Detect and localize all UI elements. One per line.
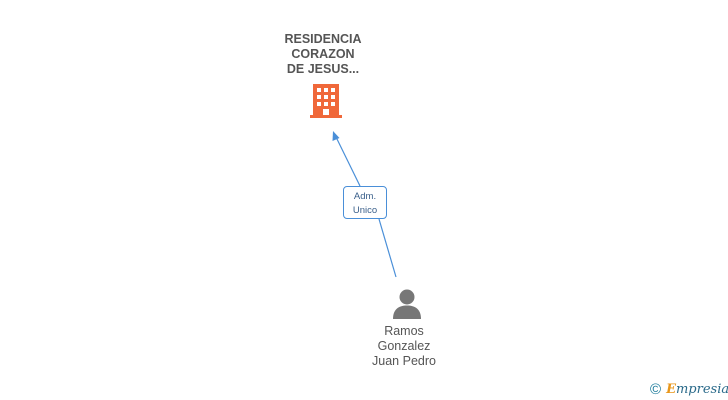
- link-role-to-company: [335, 136, 361, 187]
- person-name-line-2: Gonzalez: [377, 339, 431, 353]
- role-line-2: Unico: [352, 205, 378, 216]
- person-name[interactable]: Ramos Gonzalez Juan Pedro: [344, 324, 464, 369]
- link-person-to-role: [378, 218, 397, 278]
- company-name-line-1: RESIDENCIA: [284, 32, 362, 46]
- brand-rest: mpresia: [675, 381, 728, 397]
- brand-logo: Empresia: [666, 382, 728, 397]
- copyright-icon: ©: [650, 380, 662, 398]
- company-name-line-3: DE JESUS...: [286, 62, 360, 76]
- role-line-1: Adm.: [353, 191, 377, 202]
- company-name-line-2: CORAZON: [291, 47, 355, 61]
- company-name[interactable]: RESIDENCIA CORAZON DE JESUS...: [258, 32, 388, 77]
- brand-watermark: © Empresia: [650, 380, 728, 398]
- arrowhead: [332, 131, 340, 141]
- person-icon[interactable]: [390, 288, 424, 320]
- role-badge[interactable]: Adm. Unico: [343, 186, 387, 219]
- person-name-line-3: Juan Pedro: [372, 354, 436, 368]
- person-name-line-1: Ramos: [384, 324, 424, 338]
- building-icon[interactable]: [308, 83, 344, 119]
- brand-initial: E: [666, 381, 676, 397]
